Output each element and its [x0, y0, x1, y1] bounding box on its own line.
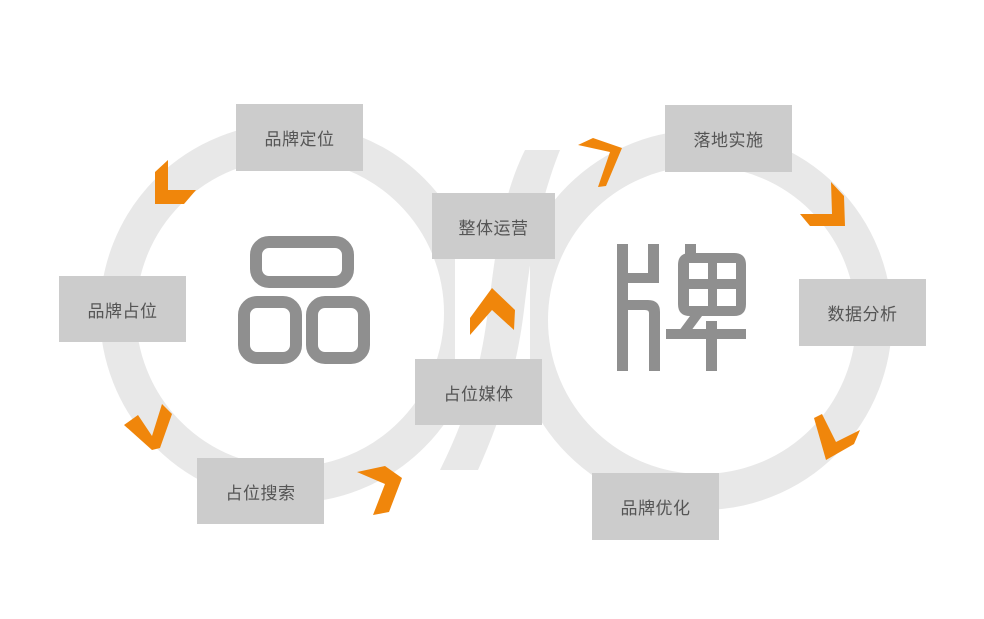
- step-brand-optimization: 品牌优化: [592, 473, 719, 540]
- chevron-icon: [800, 182, 845, 226]
- step-label: 落地实施: [693, 131, 764, 151]
- step-data-analysis: 数据分析: [799, 279, 926, 346]
- step-brand-occupation: 品牌占位: [59, 276, 186, 342]
- chevron-icon: [578, 138, 622, 187]
- pai-glyph-icon: [617, 244, 746, 371]
- chevron-icon: [155, 160, 196, 204]
- step-label: 品牌定位: [264, 130, 335, 150]
- step-implementation: 落地实施: [665, 105, 792, 172]
- step-search-occupation: 占位搜索: [197, 458, 324, 524]
- step-label: 整体运营: [458, 218, 529, 239]
- step-overall-operation: 整体运营: [432, 193, 555, 259]
- pin-glyph-icon: [238, 236, 370, 364]
- chevron-icon: [124, 404, 172, 450]
- step-label: 品牌优化: [620, 499, 691, 519]
- step-label: 占位媒体: [443, 384, 514, 405]
- step-brand-positioning: 品牌定位: [236, 104, 363, 171]
- chevron-icon: [357, 466, 402, 515]
- step-label: 品牌占位: [87, 301, 158, 322]
- step-label: 数据分析: [827, 305, 898, 325]
- chevron-icon: [470, 288, 515, 335]
- step-label: 占位搜索: [225, 483, 296, 504]
- chevron-icon: [814, 414, 860, 460]
- step-media-occupation: 占位媒体: [415, 359, 542, 425]
